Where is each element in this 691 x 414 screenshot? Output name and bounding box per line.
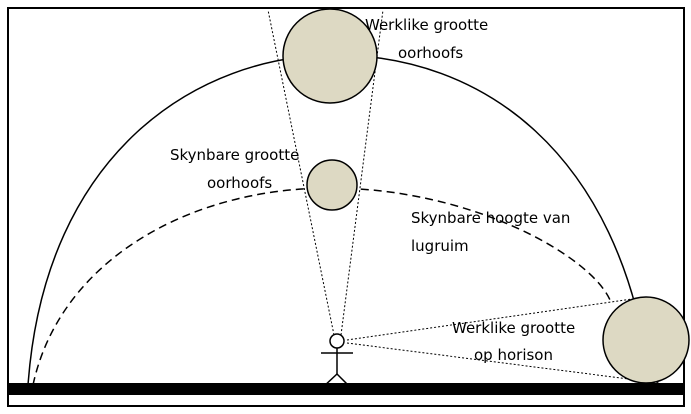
moon-apparent-overhead: [306, 159, 358, 211]
label-actual-size-overhead-line1: Werklike grootte: [365, 16, 488, 34]
label-apparent-size-overhead-line1: Skynbare grootte: [170, 146, 299, 164]
moon-actual-overhead: [282, 8, 378, 104]
label-actual-size-horizon-line1: Werklike grootte: [452, 319, 575, 337]
sight-line-horizon-bottom: [346, 342, 661, 384]
label-apparent-size-overhead-line2: oorhoofs: [207, 174, 272, 192]
label-actual-size-overhead-line2: oorhoofs: [398, 44, 463, 62]
diagram-frame: [7, 7, 685, 407]
stick-figure-icon: [321, 333, 353, 389]
sight-line-vertical-left: [267, 9, 335, 336]
ground-line: [8, 383, 684, 395]
label-apparent-sky-height-line1: Skynbare hoogte van: [411, 209, 570, 227]
label-actual-size-horizon-line2: op horison: [474, 346, 553, 364]
moon-actual-horizon: [602, 296, 690, 384]
label-apparent-sky-height-line2: lugruim: [411, 237, 469, 255]
